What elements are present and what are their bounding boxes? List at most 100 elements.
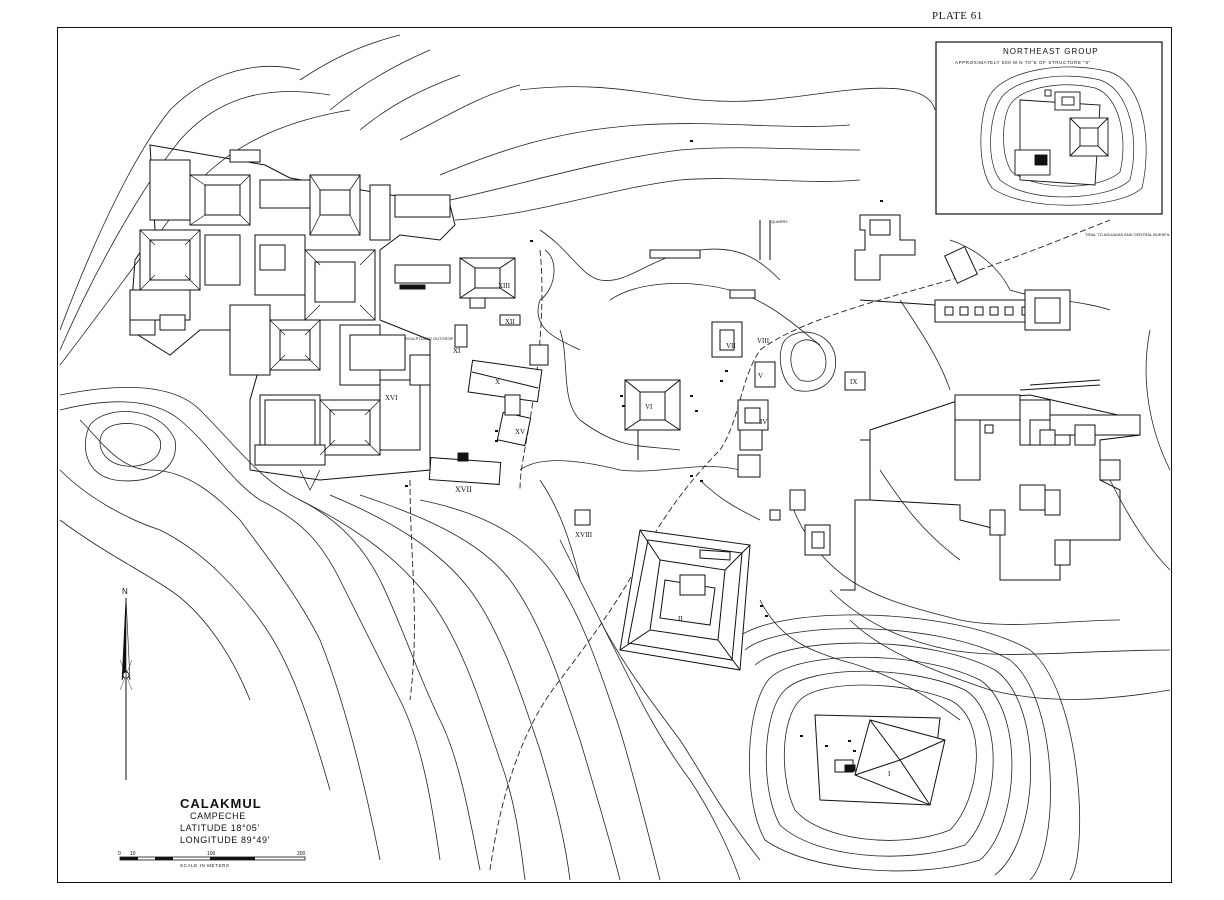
label-structure-xvi: XVI [385,394,398,402]
structure-vi [624,379,681,460]
structures-x-xv-xvii [428,324,549,485]
contour-line [359,494,621,881]
label-structure-x: X [495,378,500,386]
label-structure-xiii: XIII [498,282,511,290]
contour-line [59,65,301,331]
contour-line [754,642,1032,876]
contour-line [519,86,936,111]
label-structure-vii: VII [726,342,736,350]
contour-line [949,239,1111,311]
label-structure-xvii: XVII [455,485,472,494]
contour-line [699,479,761,521]
quarry-label: QUARRY [771,219,788,224]
contour-line [299,499,526,881]
scale-tick-0: 0 [118,851,121,857]
contour-line [59,91,331,351]
contour-line [439,123,851,176]
map-frame [57,27,1172,883]
contour-line [849,619,1171,700]
trail-line [489,219,1111,871]
contour-line [59,519,251,701]
contour-line [449,147,861,201]
contour-line [744,628,1051,881]
contour-line [765,670,994,857]
contour-line [329,49,431,111]
label-structure-v: V [758,372,763,380]
site-latitude: LATITUDE 18°05' [180,823,260,833]
contour-line [783,684,977,841]
contour-line [399,84,521,141]
contour-line [329,494,571,881]
west-complex [129,144,456,481]
scale-bar: 0 10 100 200 [118,851,306,861]
contour-lines [59,34,1171,881]
scale-tick-10: 10 [130,851,136,857]
site-state: CAMPECHE [190,811,246,821]
contour-line [734,614,1081,881]
contour-line [1145,329,1171,471]
label-structure-xv: XV [515,428,525,436]
contour-line [59,401,441,861]
contour-line [59,469,331,791]
label-structure-xviii: XVIII [575,531,593,539]
trails [409,219,1111,871]
stela-marks [405,140,883,752]
contour-line [419,499,661,881]
site-name: CALAKMUL [180,796,262,811]
contour-line [59,386,481,871]
inset-title: NORTHEAST GROUP [1003,47,1099,56]
label-structure-xii: XII [505,318,515,326]
contour-line [559,329,681,451]
north-arrow: N [119,587,133,780]
contour-line [559,539,741,881]
label-structure-viii: VIII [757,337,770,345]
contour-line [879,469,961,561]
label-structure-xi: XI [453,347,461,355]
contour-line [899,299,951,391]
contour-line [519,460,741,472]
scale-caption: SCALE IN METERS [180,863,230,868]
map-annotations: QUARRY TRAIL TO AGUADAS AND CENTRAL BUEN… [405,219,1171,341]
northeast-structures [574,214,1071,526]
contour-line [539,479,581,581]
contour-line [539,229,781,281]
label-structure-i: I [888,770,891,778]
label-structure-ii: II [678,615,683,623]
sculptured-outcrop-label: SCULPTURED OUTCROP [405,336,454,341]
east-complex [769,379,1141,591]
title-block: CALAKMUL CAMPECHE LATITUDE 18°05' LONGIT… [180,796,270,845]
north-label: N [122,587,128,596]
scale-tick-100: 100 [207,851,216,857]
contour-line [79,419,381,861]
trail-label: TRAIL TO AGUADAS AND CENTRAL BUENFIL [1085,232,1171,237]
structure-i [814,714,946,806]
contour-line [790,339,827,382]
trail-line [409,479,415,701]
contour-line [599,619,761,861]
contour-line [99,423,162,467]
contour-line [84,411,176,482]
label-structure-vi: VI [645,403,653,411]
inset-northeast-group [935,41,1163,215]
structure-labels: I II IV V VI VII VIII IX X XI XII XIII X… [385,282,891,778]
scale-tick-200: 200 [297,851,306,857]
contour-line [759,599,961,721]
contour-line [537,249,581,351]
site-longitude: LONGITUDE 89°49' [180,835,270,845]
contour-line [1109,479,1171,571]
structure-ii [619,529,751,671]
contour-line [454,178,861,221]
contour-line [359,74,461,131]
contour-line [829,589,1171,655]
contour-line [749,656,1013,872]
structures-iv-v-viii [711,321,776,478]
trail-line [519,249,543,491]
contour-line [299,34,401,81]
plate-number: PLATE 61 [932,10,983,22]
hip-lines [139,174,381,491]
inset-subtitle: APPROXIMATELY 600 M N 70°E OF STRUCTURE … [955,60,1091,65]
contour-line [779,331,837,392]
label-structure-ix: IX [850,378,857,386]
structure-xiii [459,257,521,326]
